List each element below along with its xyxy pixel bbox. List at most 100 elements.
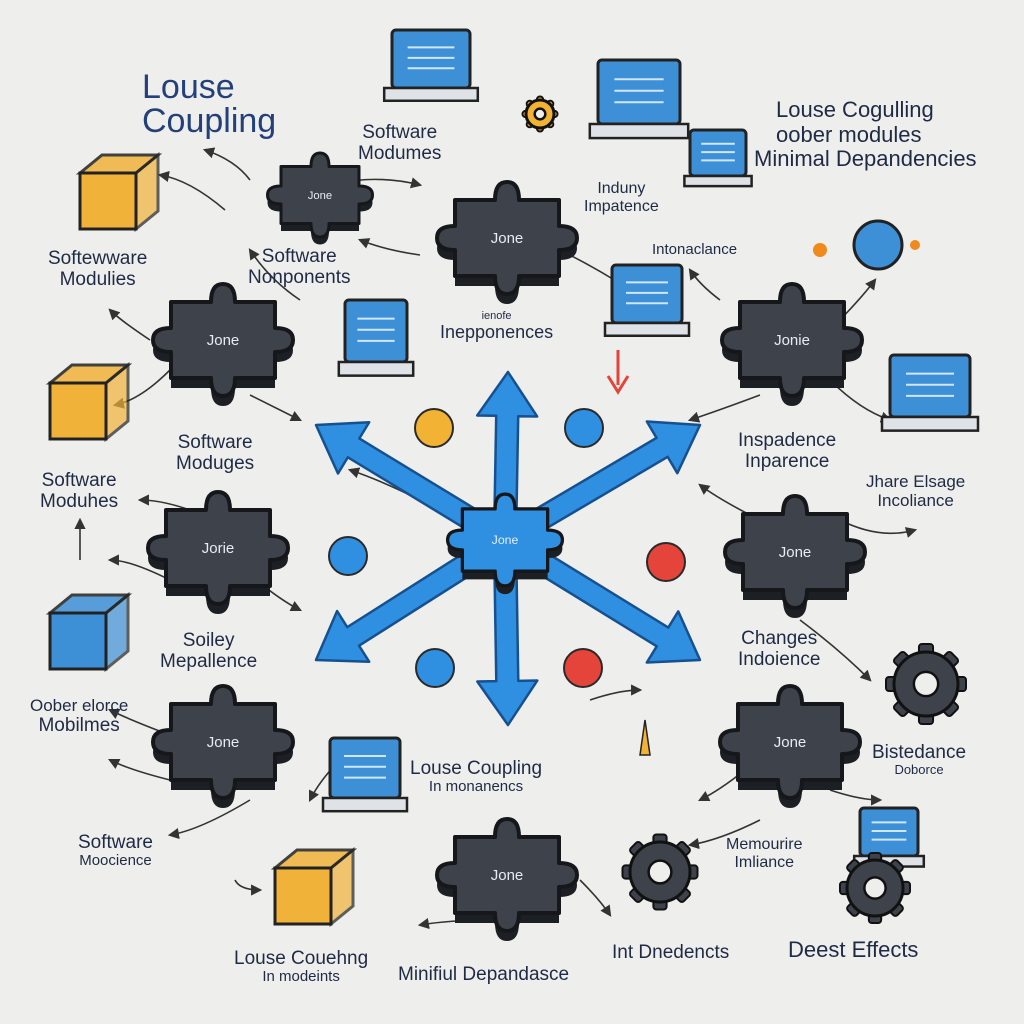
label-line: Int Dnedencts: [612, 942, 730, 963]
label-line: Nonponents: [248, 267, 351, 289]
label-int-dnedencts: Int Dnedencts: [612, 942, 729, 963]
connector-arrow: [357, 238, 421, 256]
monitor-icon: [683, 128, 753, 188]
label-line: Memourire: [726, 836, 803, 853]
label-line: Soiley: [182, 630, 235, 651]
orange-dot-icon: [910, 240, 920, 250]
monitor-screen: [390, 28, 472, 90]
label-line: Moocience: [79, 852, 152, 870]
label-line: Louse Couehng: [234, 948, 369, 969]
top-right-line-2: oober modules: [776, 121, 922, 147]
connector-arrow: [107, 554, 171, 581]
puzzle-node: Jone: [266, 151, 374, 245]
label-software-moduhes: Software Moduhes: [40, 470, 118, 513]
label-line: Oober elorce: [30, 696, 129, 715]
monitor-screen: [610, 263, 684, 325]
label-software-moocience: Software Moocience: [78, 832, 153, 870]
node-label: Jone: [492, 533, 519, 547]
node-body: [146, 490, 290, 606]
monitor-icon: [852, 806, 926, 868]
label-line: Mepallence: [160, 651, 258, 673]
label-softewware-modulies: Softewware Modulies: [48, 248, 147, 291]
gear-icon: [839, 852, 911, 924]
label-line: Inepponences: [440, 322, 554, 343]
laptop-base: [337, 360, 415, 377]
node-body: [435, 817, 579, 933]
label-line: Moduhes: [40, 491, 119, 513]
label-oober-elorce: Oober elorce Mobilmes: [30, 696, 128, 736]
label-line: Bistedance: [872, 742, 967, 763]
connector-arrow: [687, 394, 761, 423]
box-front: [78, 171, 138, 231]
connector-arrow: [688, 268, 721, 301]
node-body: [445, 492, 565, 588]
status-dot: [414, 408, 454, 448]
box-side: [104, 591, 130, 673]
label-line: Induny: [597, 180, 646, 197]
gear-hole: [647, 859, 673, 885]
puzzle-node: Jorie: [146, 490, 290, 614]
gear-hole: [912, 670, 940, 698]
monitor-icon: [337, 298, 415, 377]
puzzle-node: Jone: [718, 684, 862, 808]
node-label: Jonie: [774, 332, 810, 349]
monitor-screen: [328, 736, 402, 800]
label-software-nonponents: Software Nonponents: [248, 246, 350, 289]
gear-icon: [885, 643, 967, 725]
label-line: Software: [78, 832, 153, 853]
node-body: [435, 180, 579, 296]
label-line: In modeints: [262, 968, 340, 986]
monitor-screen: [343, 298, 409, 364]
label-memourire: Memourire Imliance: [726, 836, 802, 872]
connector-arrow: [249, 394, 303, 422]
label-line: Intonaclance: [652, 241, 738, 258]
node-label: Jone: [491, 867, 524, 884]
yellow-box-icon: [45, 361, 133, 443]
box-front: [48, 611, 108, 671]
gear-icon: [521, 95, 559, 133]
laptop-icon: [588, 58, 690, 140]
title-line-1: Louse: [142, 68, 235, 106]
node-label: Jone: [779, 544, 812, 561]
red-arrow-icon: [606, 350, 630, 395]
top-right-line-3: Minimal Depandencies: [754, 146, 977, 172]
label-line: Imliance: [734, 853, 795, 871]
box-side: [329, 846, 355, 928]
connector-arrow: [579, 879, 612, 917]
puzzle-node: Jone: [151, 282, 295, 406]
gear-hole: [533, 107, 547, 121]
label-minifil-depandasce: Minifiul Depandasce: [398, 964, 569, 985]
connector-arrow: [248, 248, 301, 301]
label-line: In monanencs: [428, 778, 524, 796]
diagram-title: Louse Coupling: [142, 70, 276, 138]
blue-hexagon-icon: [852, 219, 904, 271]
label-line: Indoience: [738, 649, 821, 671]
top-right-heading: Louse Cogulling oober modules Minimal De…: [754, 97, 977, 172]
yellow-box-icon: [75, 151, 163, 233]
label-line: Minifiul Depandasce: [398, 964, 570, 985]
connector-arrow: [108, 308, 151, 341]
connector-arrow: [167, 799, 251, 840]
laptop-base: [321, 796, 409, 813]
laptop-base: [683, 174, 753, 188]
connector-arrow: [157, 170, 226, 211]
gear-icon: [621, 833, 699, 911]
label-line: Incoliance: [877, 491, 954, 511]
status-dot: [646, 542, 686, 582]
connector-arrow: [687, 819, 761, 850]
laptop-base: [588, 122, 690, 140]
title-line-2: Coupling: [142, 102, 277, 140]
yellow-box-icon: [270, 846, 358, 928]
orange-dot-icon: [813, 243, 827, 257]
label-soiley-mepallence: Soiley Mepallence: [160, 630, 257, 673]
puzzle-node: Jone: [723, 494, 867, 618]
label-software-moduges: Software Moduges: [176, 432, 254, 475]
label-line: Inparence: [744, 451, 830, 473]
label-louse-coupling-mid: Louse Coupling In monanencs: [410, 758, 542, 796]
label-line: Modulies: [59, 269, 136, 291]
status-dot: [563, 648, 603, 688]
center-node: Jone: [445, 492, 565, 595]
